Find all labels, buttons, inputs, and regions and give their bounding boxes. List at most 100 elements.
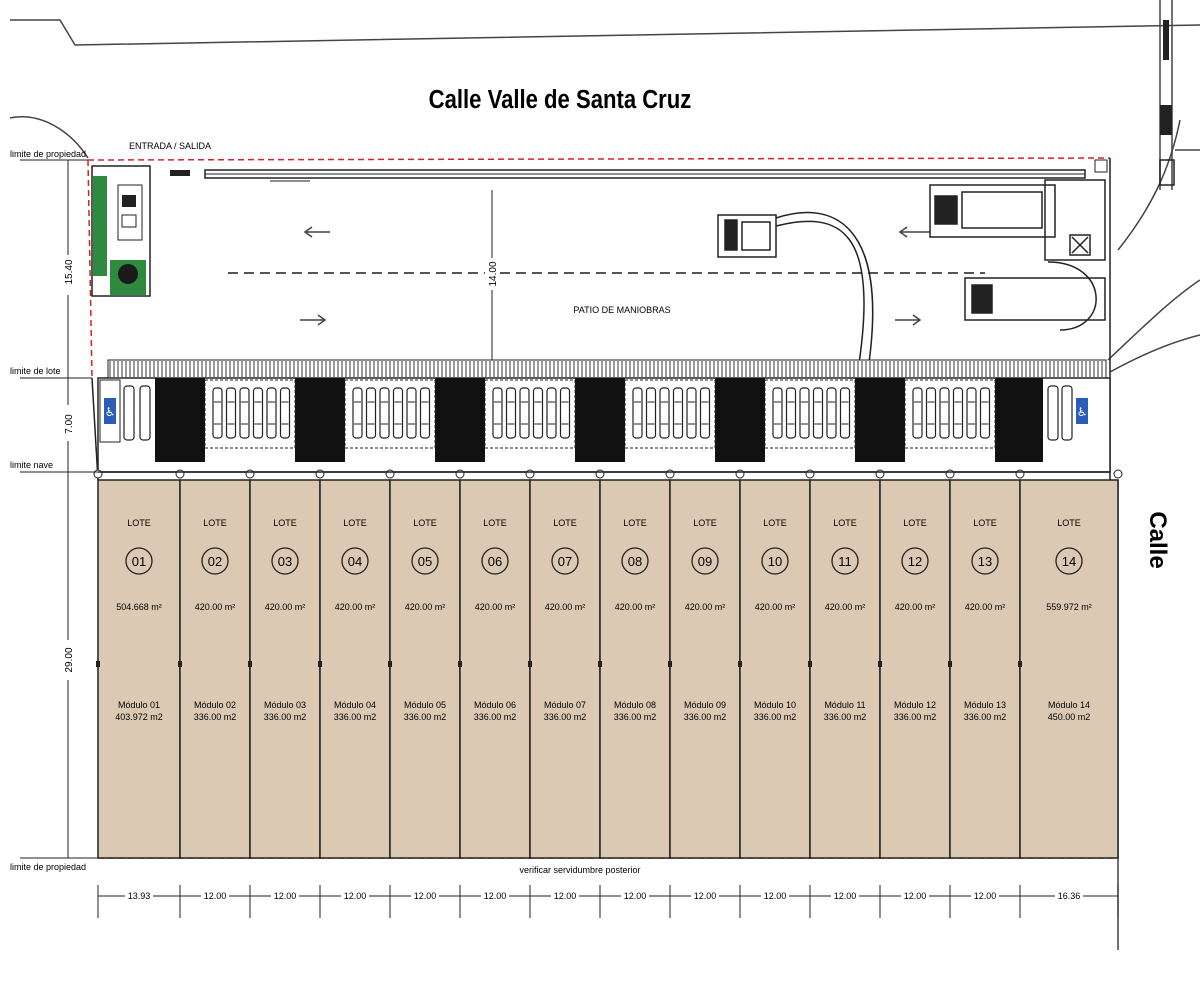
yard-label: PATIO DE MANIOBRAS: [573, 305, 670, 315]
bottom-dim-label: 12.00: [274, 891, 297, 901]
parking-strip: ♿♿: [97, 377, 1111, 473]
lot-number: 13: [978, 554, 992, 569]
truck-icon: [717, 211, 874, 371]
bottom-dim-label: 12.00: [694, 891, 717, 901]
lot-number-circle: [551, 547, 579, 575]
lot-12[interactable]: LOTE 12 420.00 m² Módulo 12 336.00 m2: [878, 479, 951, 859]
bottom-dim-label: 12.00: [554, 891, 577, 901]
lot-number-circle: [901, 547, 929, 575]
lot-number: 02: [208, 554, 222, 569]
lot-number: 12: [908, 554, 922, 569]
module-area: 336.00 m2: [614, 712, 657, 722]
module-area: 336.00 m2: [474, 712, 517, 722]
entrance-label: ENTRADA / SALIDA: [129, 141, 211, 151]
lot-area: [389, 479, 461, 859]
right-road-marks: [1159, 20, 1175, 186]
module-area: 336.00 m2: [754, 712, 797, 722]
module-area: 450.00 m2: [1048, 712, 1091, 722]
bottom-dim-label: 12.00: [834, 891, 857, 901]
lot-label: LOTE: [553, 518, 577, 528]
module-name: Módulo 08: [614, 700, 656, 710]
lot-number: 09: [698, 554, 712, 569]
lot-label: LOTE: [693, 518, 717, 528]
entrance-gate: [170, 159, 1108, 182]
lot-area: [179, 479, 251, 859]
label-property-limit-top: limite de propiedad: [10, 149, 86, 159]
lot-area: [97, 479, 181, 859]
lot-number: 10: [768, 554, 782, 569]
lot-label: LOTE: [763, 518, 787, 528]
lot-14[interactable]: LOTE 14 559.972 m² Módulo 14 450.00 m2: [1018, 479, 1119, 859]
lot-number-circle: [481, 547, 509, 575]
lot-label: LOTE: [343, 518, 367, 528]
module-name: Módulo 14: [1048, 700, 1090, 710]
bottom-dim-label: 12.00: [344, 891, 367, 901]
lot-number-circle: [761, 547, 789, 575]
bottom-dim-label: 12.00: [484, 891, 507, 901]
vertical-dim-3: 29.00: [64, 647, 75, 672]
module-name: Módulo 12: [894, 700, 936, 710]
lot-label: LOTE: [203, 518, 227, 528]
bottom-dimensions: 13.93 12.00 12.00 12.00 12.00 12.00 12.00 12.00…: [97, 885, 1119, 918]
lot-area-value: 420.00 m²: [195, 602, 236, 612]
lot-area-value: 559.972 m²: [1046, 602, 1092, 612]
lot-number: 05: [418, 554, 432, 569]
traffic-arrows: [300, 226, 930, 326]
module-name: Módulo 03: [264, 700, 306, 710]
bottom-dim-label: 12.00: [904, 891, 927, 901]
module-area: 336.00 m2: [894, 712, 937, 722]
lot-area: [809, 479, 881, 859]
bottom-dim-label: 12.00: [974, 891, 997, 901]
lot-area-value: 420.00 m²: [965, 602, 1006, 612]
module-name: Módulo 09: [684, 700, 726, 710]
lot-number: 14: [1062, 554, 1076, 569]
lot-area: [669, 479, 741, 859]
module-area: 336.00 m2: [544, 712, 587, 722]
label-bay-limit: limite nave: [10, 460, 53, 470]
lot-area: [739, 479, 811, 859]
lot-number: 06: [488, 554, 502, 569]
vertical-dim-1: 15.40: [64, 259, 75, 284]
lot-area-value: 420.00 m²: [475, 602, 516, 612]
label-lot-limit: limite de lote: [10, 366, 61, 376]
lot-area: [319, 479, 391, 859]
svg-text:♿: ♿: [105, 405, 116, 419]
module-area: 336.00 m2: [194, 712, 237, 722]
bottom-dim-label: 12.00: [414, 891, 437, 901]
lot-number-circle: [831, 547, 859, 575]
bottom-dim-label: 13.93: [128, 891, 151, 901]
lot-number: 08: [628, 554, 642, 569]
lot-label: LOTE: [127, 518, 151, 528]
dock-building: [929, 179, 1106, 331]
left-annotations: limite de propiedad limite de lote limit…: [10, 149, 98, 872]
lot-label: LOTE: [903, 518, 927, 528]
lot-label: LOTE: [1057, 518, 1081, 528]
lot-area: [529, 479, 601, 859]
street-name-right: Calle: [1144, 511, 1171, 568]
module-name: Módulo 07: [544, 700, 586, 710]
module-name: Módulo 04: [334, 700, 376, 710]
lot-area-value: 420.00 m²: [825, 602, 866, 612]
lot-number: 01: [132, 554, 146, 569]
lot-area-value: 504.668 m²: [116, 602, 162, 612]
lot-number-circle: [621, 547, 649, 575]
bottom-dim-label: 12.00: [764, 891, 787, 901]
bottom-dim-label: 16.36: [1058, 891, 1081, 901]
lot-area-value: 420.00 m²: [895, 602, 936, 612]
lot-number: 03: [278, 554, 292, 569]
module-name: Módulo 06: [474, 700, 516, 710]
